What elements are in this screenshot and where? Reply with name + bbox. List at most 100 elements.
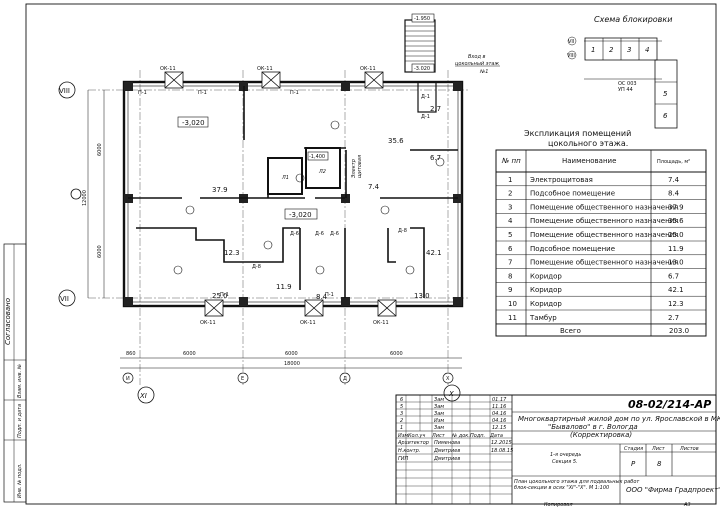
revision-head-cell: Изм. [398,433,410,439]
stamp-code: 08-02/214-АР [628,398,711,411]
axis-col-4: Х [446,376,450,382]
area-11-9: 11.9 [276,283,292,291]
window-tag-5: ОК-11 [300,320,316,326]
stair-mark-1: -1.950 [414,16,430,22]
block-scheme: Схема блокировки 1 2 3 4 5 6 VII VIII ОС… [567,15,678,129]
table-cell-n: 9 [508,286,512,294]
scheme-row-2: VIII [567,53,575,59]
dim-bottom-3: 6000 [285,351,298,357]
col-head-area: Площадь, м² [657,159,690,165]
revision-cell: 01.17 [492,397,507,403]
scheme-cell-6: 6 [663,112,668,120]
scheme-cell-5: 5 [663,90,668,98]
revision-cell: 11.16 [492,404,506,410]
table-cell-area: 2.7 [668,314,679,322]
axis-XI: XI [139,392,147,400]
scheme-small-2: УП 44 [618,87,633,93]
axis-col-2: Е [241,376,244,382]
door-tag-6: Д-1 [421,94,430,100]
window-tag-3: ОК-11 [360,66,376,72]
door-tag-8: Д-6 [315,231,324,237]
table-cell-n: 7 [508,259,512,267]
revision-cell: 1 [400,425,403,431]
table-cell-name: Коридор [530,272,562,280]
stage-head-1: Стадия [624,446,643,452]
table-cell-area: 6.7 [668,272,679,280]
table-cell-name: Коридор [530,286,562,294]
person-date: 12.2015 [491,440,512,446]
table-cell-n: 2 [508,190,512,198]
table-cell-area: 12.3 [668,300,684,308]
table-cell-name: Подсобное помещение [530,190,615,198]
table-cell-name: Помещение общественного назначения [530,217,678,225]
axis-col-1: И [126,376,130,382]
table-cell-name: Помещение общественного назначения [530,231,678,239]
window-tag-1: ОК-11 [160,66,176,72]
door-tag-5: П-1 [325,292,334,298]
table-cell-name: Помещение общественного назначения [530,259,678,267]
person-role: ГИП [398,456,409,462]
stage-head-2: Лист [651,446,666,452]
table-cell-name: Помещение общественного назначения [530,203,678,211]
revision-head-cell: Дата [489,433,503,439]
table-cell-area: 37.9 [668,203,684,211]
staircase: -1.950 -3.020 [404,13,437,113]
revision-head-cell: Кол.уч [408,433,425,439]
table-cell-n: 5 [508,231,512,239]
electrical-room-label: Электрщитовая [351,155,363,179]
person-role: Архитектор [397,440,429,446]
door-tag-10: Д-8 [398,228,407,234]
door-tag-3: П-1 [290,90,299,96]
level-mark-3: -1,400 [309,154,325,160]
person-date: 18.08.15 [491,448,513,454]
area-35-6: 35.6 [388,137,404,145]
revision-head-cell: № док. [451,433,470,439]
axis-col-3: Д [343,376,347,382]
company: ООО "Фирма Градпроект" [626,486,720,494]
level-mark-1: -3,020 [182,119,205,127]
window-tag-4: ОК-11 [200,320,216,326]
table-cell-n: 8 [508,272,512,280]
stage-head-3: Листов [679,446,699,452]
table-cell-name: Подсобное помещение [530,245,615,253]
axis-X: X [448,390,454,398]
side-cell-3: Инв. № подл. [17,464,23,499]
table-cell-area: 8.4 [668,190,680,198]
dim-left-1: 6000 [97,143,103,156]
table-cell-name: Электрощитовая [530,176,593,184]
revision-head-cell: Лист [431,433,446,439]
scheme-cell-1: 1 [591,46,595,54]
area-42-1: 42.1 [426,249,442,257]
table-cell-n: 3 [508,203,512,211]
door-tag-9: Д-6 [330,231,339,237]
table-cell-area: 7.4 [668,176,680,184]
stage-val-2: 8 [657,460,662,468]
dim-bottom-4: 6000 [390,351,403,357]
table-cell-area: 25.0 [668,231,684,239]
table-cell-area: 35.6 [668,217,684,225]
area-2-7: 2.7 [430,105,441,113]
scheme-cell-2: 2 [609,46,614,54]
agreed-label: Согласовано [4,298,12,345]
sheet-title: План цокольного этажа для подвальных раб… [514,479,640,491]
revision-cell: 5 [400,404,403,410]
revision-cell: 3 [400,411,403,417]
revision-cell: 12.15 [492,425,506,431]
person-name: Дмитриев [433,456,460,462]
table-cell-area: 42.1 [668,286,684,294]
table-cell-n: 11 [508,314,517,322]
project-title: Многоквартирный жилой дом по ул. Ярослав… [518,415,720,439]
table-cell-area: 13.0 [668,259,684,267]
door-tag-12: Д-1 [421,114,430,120]
side-cell-1: Взам. инв. № [17,364,23,398]
side-strip: Согласовано Взам. инв. № Подп. и дата Ин… [3,243,27,503]
dim-bottom-2: 6000 [183,351,196,357]
area-8-4: 8.4 [316,293,328,301]
area-37-9: 37.9 [212,186,228,194]
table-cell-n: 6 [508,245,513,253]
dim-bottom-1: 860 [126,351,136,357]
